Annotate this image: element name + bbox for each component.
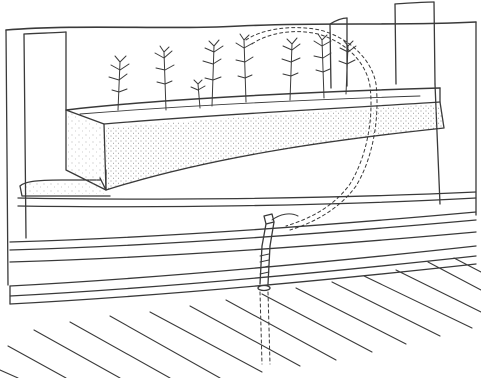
seedling (282, 38, 300, 100)
drain-below-floor (260, 292, 270, 364)
seedling (203, 40, 223, 106)
siding-bands (10, 212, 476, 304)
seedling (236, 34, 253, 102)
sill-stipple (22, 182, 104, 194)
floor-boards (0, 258, 481, 378)
seedling (109, 56, 129, 110)
supply-pipe (258, 214, 298, 291)
seedling (191, 80, 205, 108)
window-box-stipple (68, 104, 444, 190)
seedling (314, 34, 331, 98)
